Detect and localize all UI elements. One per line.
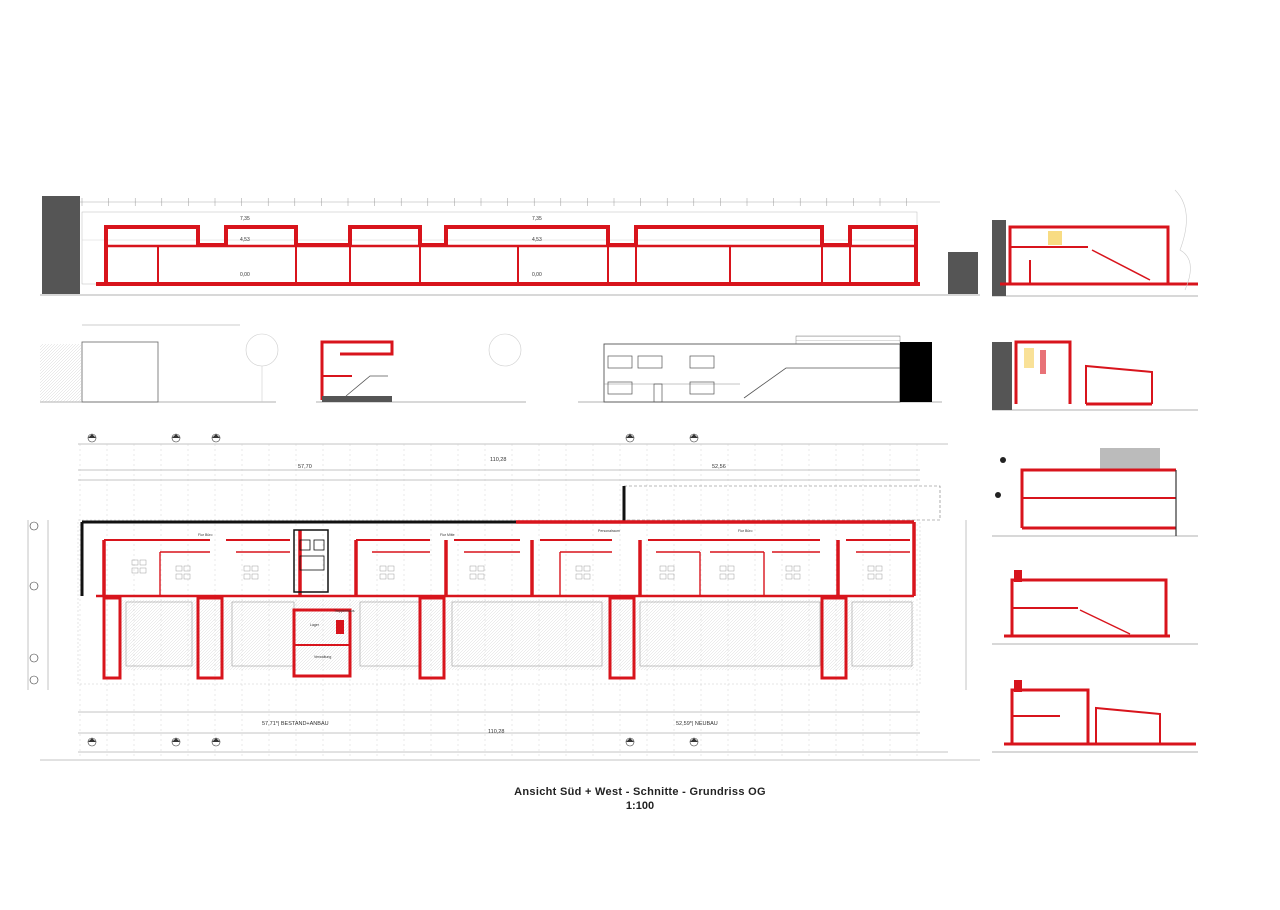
desk-mark [875, 565, 883, 572]
desk-mark [667, 565, 675, 572]
desk-mark [575, 565, 583, 572]
desk-mark [875, 573, 883, 580]
axis-ticks [81, 198, 907, 206]
desk-mark [793, 573, 801, 580]
axis-marker [29, 675, 39, 685]
neighbour-building-right [948, 252, 978, 294]
desk-mark [583, 573, 591, 580]
level-ground-left: 0,00 [240, 272, 250, 278]
axis-marker-arrow [626, 434, 634, 438]
room-label-lab: Verwaltung [314, 655, 331, 659]
desk-mark [387, 565, 395, 572]
dim-left-top: 57,70 [298, 464, 312, 470]
level-roof-left: 7,35 [240, 216, 250, 222]
dim-right-top: 52,56 [712, 464, 726, 470]
axis-marker-arrow [626, 738, 634, 742]
level-ground-right: 0,00 [532, 272, 542, 278]
desk-mark [719, 565, 727, 572]
desk-mark [251, 573, 259, 580]
cross-section-e [992, 680, 1198, 753]
existing-walls [80, 486, 626, 596]
axis-marker-arrow [172, 738, 180, 742]
desk-mark [727, 573, 735, 580]
desk-mark [785, 565, 793, 572]
axis-marker-arrow [88, 434, 96, 438]
dim-total-top: 110,28 [490, 457, 506, 463]
desk-mark [251, 565, 259, 572]
desk-mark [139, 559, 147, 566]
desk-mark [867, 573, 875, 580]
long-section-walls [96, 225, 920, 286]
axis-marker-arrow [88, 738, 96, 742]
axis-marker-arrow [172, 434, 180, 438]
cross-section-b [992, 340, 1198, 411]
desk-mark [175, 573, 183, 580]
desk-mark [243, 573, 251, 580]
neighbour-building-left [42, 196, 80, 294]
desk-mark [387, 573, 395, 580]
room-label-store: Lager [310, 623, 320, 627]
desk-mark [379, 573, 387, 580]
furniture-marks [131, 559, 883, 580]
desk-mark [659, 565, 667, 572]
room-label-d: Flur Büro [738, 529, 752, 533]
desk-mark [131, 567, 139, 574]
section-stair-old [316, 333, 526, 403]
stair-towers [102, 596, 848, 680]
axis-marker [29, 581, 39, 591]
desk-mark [243, 565, 251, 572]
room-label-a: Flur Büro [198, 533, 212, 537]
desk-mark [793, 565, 801, 572]
axis-marker-arrow [212, 434, 220, 438]
desk-mark [727, 565, 735, 572]
desk-mark [183, 573, 191, 580]
long-section-top: 7,35 7,35 4,53 4,53 0,00 0,00 [40, 196, 980, 296]
axis-markers [29, 433, 699, 747]
level-roof-right: 7,35 [532, 216, 542, 222]
dim-left-bottom: 57,71*| BESTAND+ANBAU [262, 721, 329, 727]
elevation-west [578, 335, 942, 403]
axis-marker-arrow [212, 738, 220, 742]
desk-mark [379, 565, 387, 572]
desk-mark [131, 559, 139, 566]
dim-right-bottom: 52,59*| NEUBAU [676, 721, 718, 727]
new-walls [96, 520, 916, 598]
sheet-title: Ansicht Süd + West - Schnitte - Grundris… [514, 786, 766, 798]
axis-marker [29, 521, 39, 531]
desk-mark [719, 573, 727, 580]
room-label-b: Flur Mitte [440, 533, 455, 537]
desk-mark [477, 565, 485, 572]
desk-mark [183, 565, 191, 572]
desk-mark [477, 573, 485, 580]
level-floor-left: 4,53 [240, 237, 250, 243]
desk-mark [667, 573, 675, 580]
desk-mark [867, 565, 875, 572]
desk-mark [583, 565, 591, 572]
axis-marker-arrow [690, 434, 698, 438]
cross-section-c [992, 448, 1198, 537]
cross-section-d [992, 570, 1198, 645]
desk-mark [785, 573, 793, 580]
axis-marker-arrow [690, 738, 698, 742]
desk-mark [575, 573, 583, 580]
room-label-stair: Treppenhaus [334, 609, 355, 613]
central-core: Lager Verwaltung Treppenhaus [292, 529, 355, 678]
sheet-scale: 1:100 [625, 800, 655, 812]
desk-mark [469, 573, 477, 580]
axis-marker [29, 653, 39, 663]
room-label-c: Personalraum [598, 529, 620, 533]
elevation-south [40, 324, 279, 403]
floor-plan-og: 57,70 110,28 52,56 57,71*| BESTAND+ANBAU… [27, 433, 980, 761]
level-floor-right: 4,53 [532, 237, 542, 243]
dim-total-bottom: 110,28 [488, 729, 504, 735]
desk-mark [139, 567, 147, 574]
cross-section-a [992, 189, 1198, 297]
desk-mark [659, 573, 667, 580]
desk-mark [469, 565, 477, 572]
desk-mark [175, 565, 183, 572]
